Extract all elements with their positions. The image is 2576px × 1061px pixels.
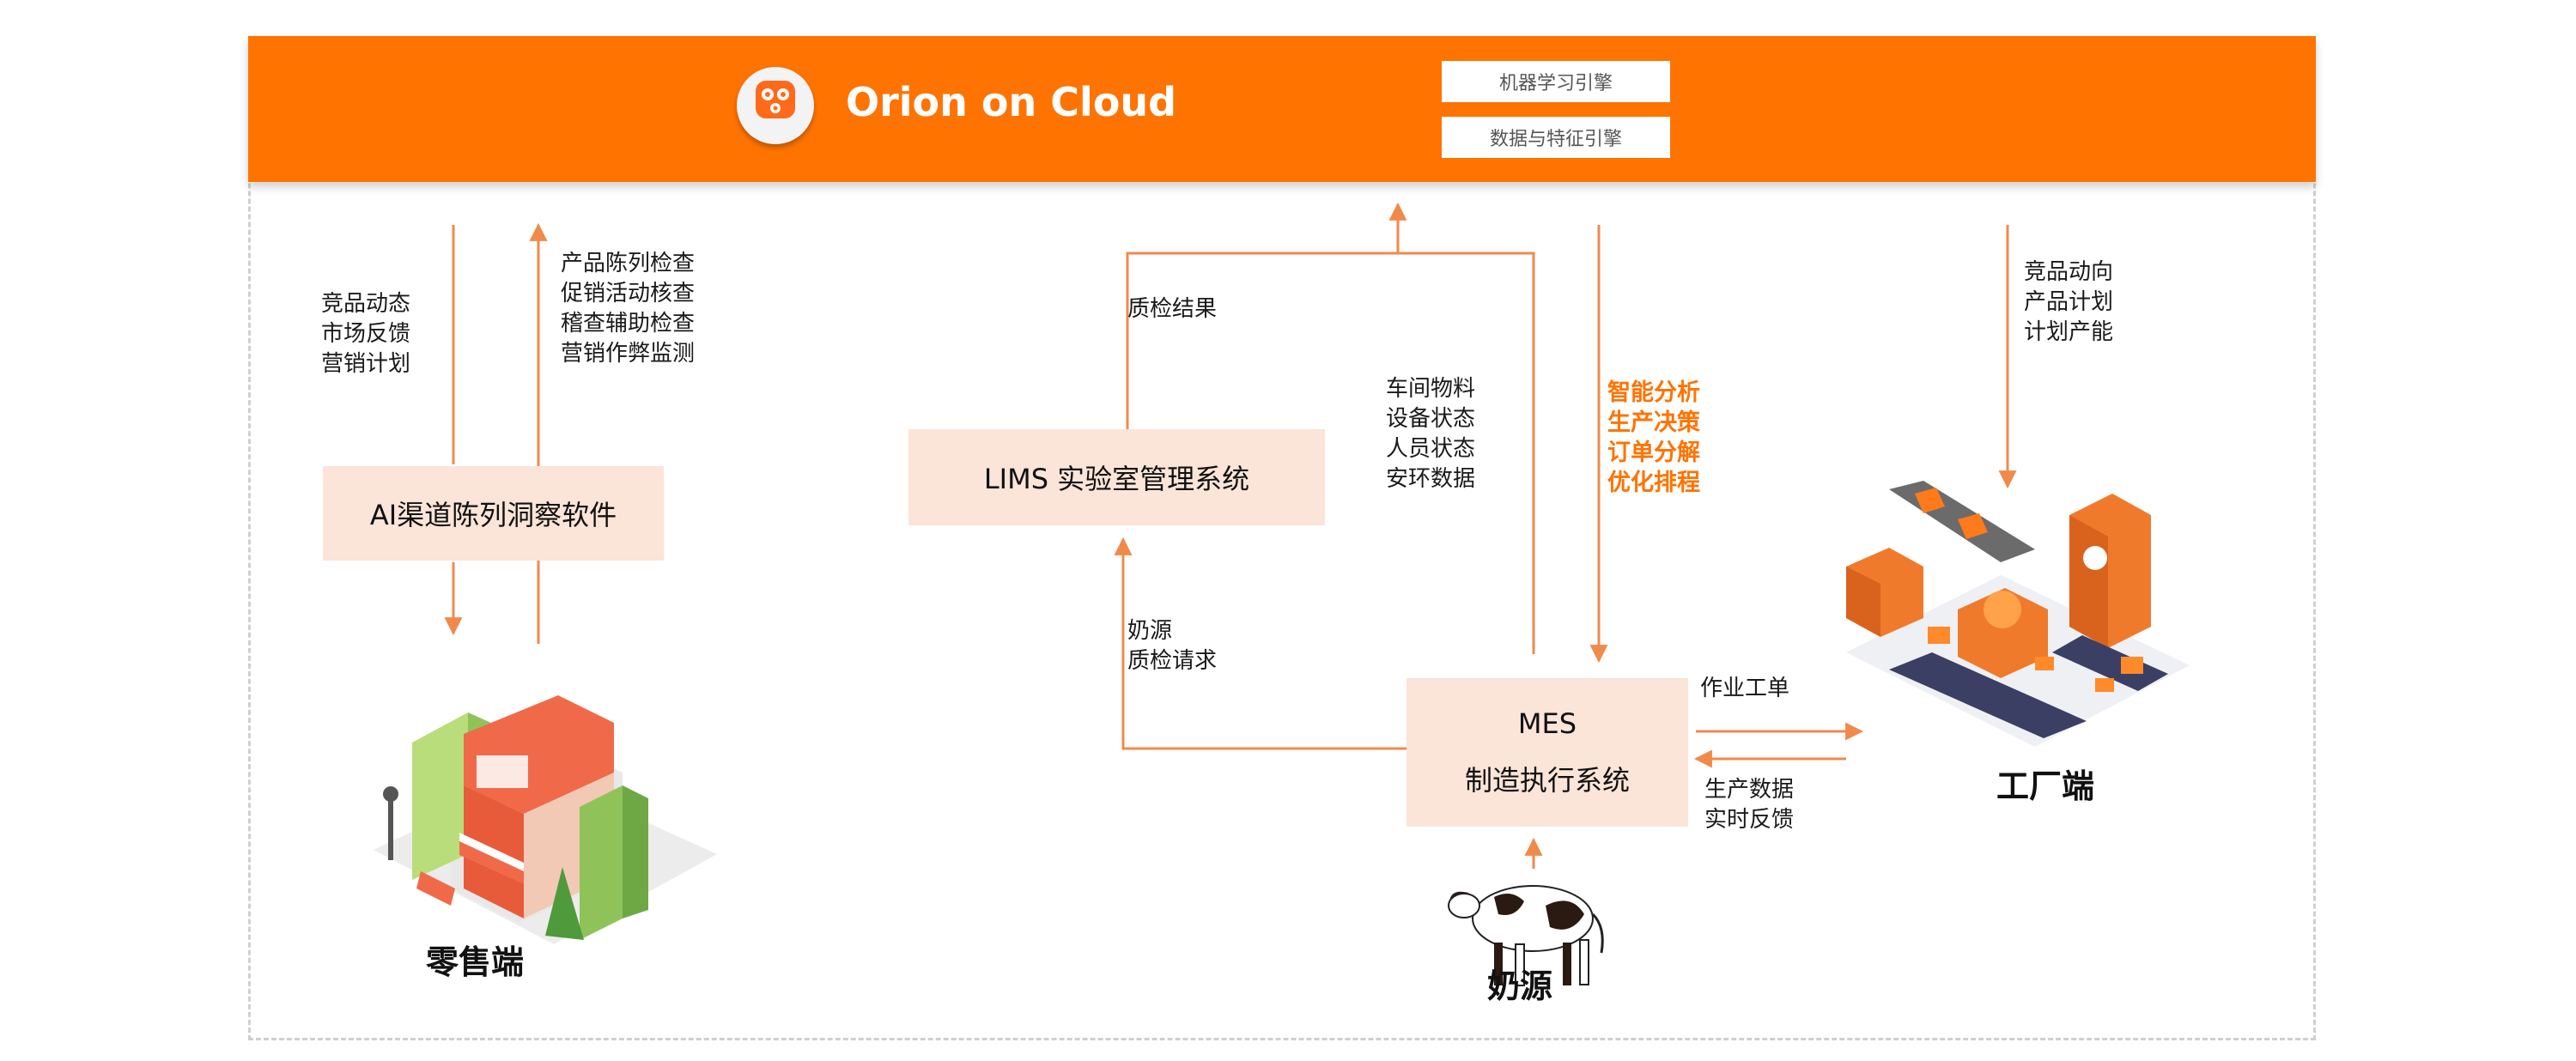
lims-box: LIMS 实验室管理系统 xyxy=(908,429,1325,525)
qc-result-label: 质检结果 xyxy=(1127,296,1218,322)
retail-shop-illustration xyxy=(339,661,734,970)
arrow-milk-request xyxy=(1114,537,1408,750)
factory-illustration xyxy=(1829,481,2198,764)
right-inbound-labels: 竞品动向 产品计划 计划产能 xyxy=(2024,259,2114,345)
header-banner xyxy=(248,36,2316,182)
mes-box: MES 制造执行系统 xyxy=(1406,678,1688,827)
cow-illustration xyxy=(1443,867,1614,996)
mes-subtitle: 制造执行系统 xyxy=(1464,763,1630,797)
left-inbound-labels: 竞品动态 市场反馈 营销计划 xyxy=(321,291,411,377)
engine-ml: 机器学习引擎 xyxy=(1442,61,1670,102)
ai-channel-display-box: AI渠道陈列洞察软件 xyxy=(323,466,664,561)
brand-title: Orion on Cloud xyxy=(846,79,1177,125)
mes-title: MES xyxy=(1517,706,1577,740)
feedback-labels: 生产数据 实时反馈 xyxy=(1704,777,1795,833)
milk-caption: 奶源 xyxy=(1487,967,1553,1005)
work-order-label: 作业工单 xyxy=(1700,676,1790,701)
orion-logo-icon xyxy=(737,67,814,144)
analytics-labels: 智能分析 生产决策 订单分解 优化排程 xyxy=(1607,379,1700,496)
left-outbound-labels: 产品陈列检查 促销活动核查 稽查辅助检查 营销作弊监测 xyxy=(561,251,696,367)
factory-caption: 工厂端 xyxy=(1996,767,2095,805)
milk-request-labels: 奶源 质检请求 xyxy=(1127,618,1218,674)
workshop-labels: 车间物料 设备状态 人员状态 安环数据 xyxy=(1386,376,1476,492)
line-qc-loop xyxy=(1126,252,1535,654)
retail-caption: 零售端 xyxy=(426,943,525,981)
engine-data-feature: 数据与特征引擎 xyxy=(1442,117,1670,158)
